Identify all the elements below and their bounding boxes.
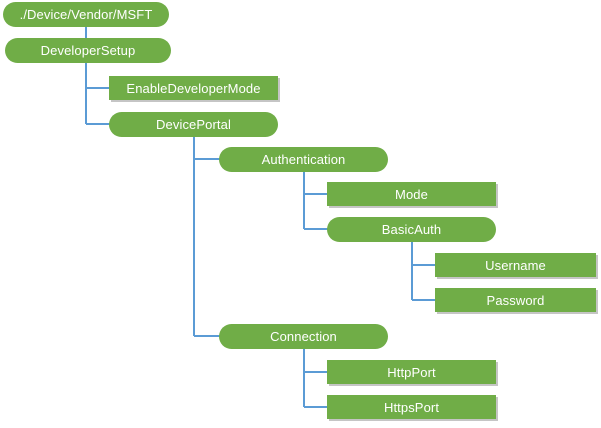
node-enable-developer-mode[interactable]: EnableDeveloperMode <box>109 76 278 100</box>
node-label-mode: Mode <box>395 186 428 202</box>
node-label-enable-developer-mode: EnableDeveloperMode <box>126 80 261 96</box>
node-https-port[interactable]: HttpsPort <box>327 395 496 419</box>
node-label-https-port: HttpsPort <box>383 399 440 415</box>
node-label-http-port: HttpPort <box>387 364 436 380</box>
node-label-password: Password <box>486 292 545 308</box>
node-mode[interactable]: Mode <box>327 182 496 206</box>
node-label-device-portal: DevicePortal <box>156 117 231 132</box>
node-developer-setup[interactable]: DeveloperSetup <box>5 38 171 63</box>
node-device-portal[interactable]: DevicePortal <box>109 112 278 137</box>
node-label-developer-setup: DeveloperSetup <box>40 43 136 58</box>
node-label-authentication: Authentication <box>261 152 346 167</box>
node-username[interactable]: Username <box>435 253 596 277</box>
node-authentication[interactable]: Authentication <box>219 147 388 172</box>
node-label-username: Username <box>485 257 546 273</box>
node-root[interactable]: ./Device/Vendor/MSFT <box>3 2 169 27</box>
node-connection[interactable]: Connection <box>219 324 388 349</box>
node-label-basic-auth: BasicAuth <box>381 222 442 237</box>
node-basic-auth[interactable]: BasicAuth <box>327 217 496 242</box>
node-label-connection: Connection <box>270 329 337 344</box>
node-label-root: ./Device/Vendor/MSFT <box>19 7 153 22</box>
node-password[interactable]: Password <box>435 288 596 312</box>
node-http-port[interactable]: HttpPort <box>327 360 496 384</box>
